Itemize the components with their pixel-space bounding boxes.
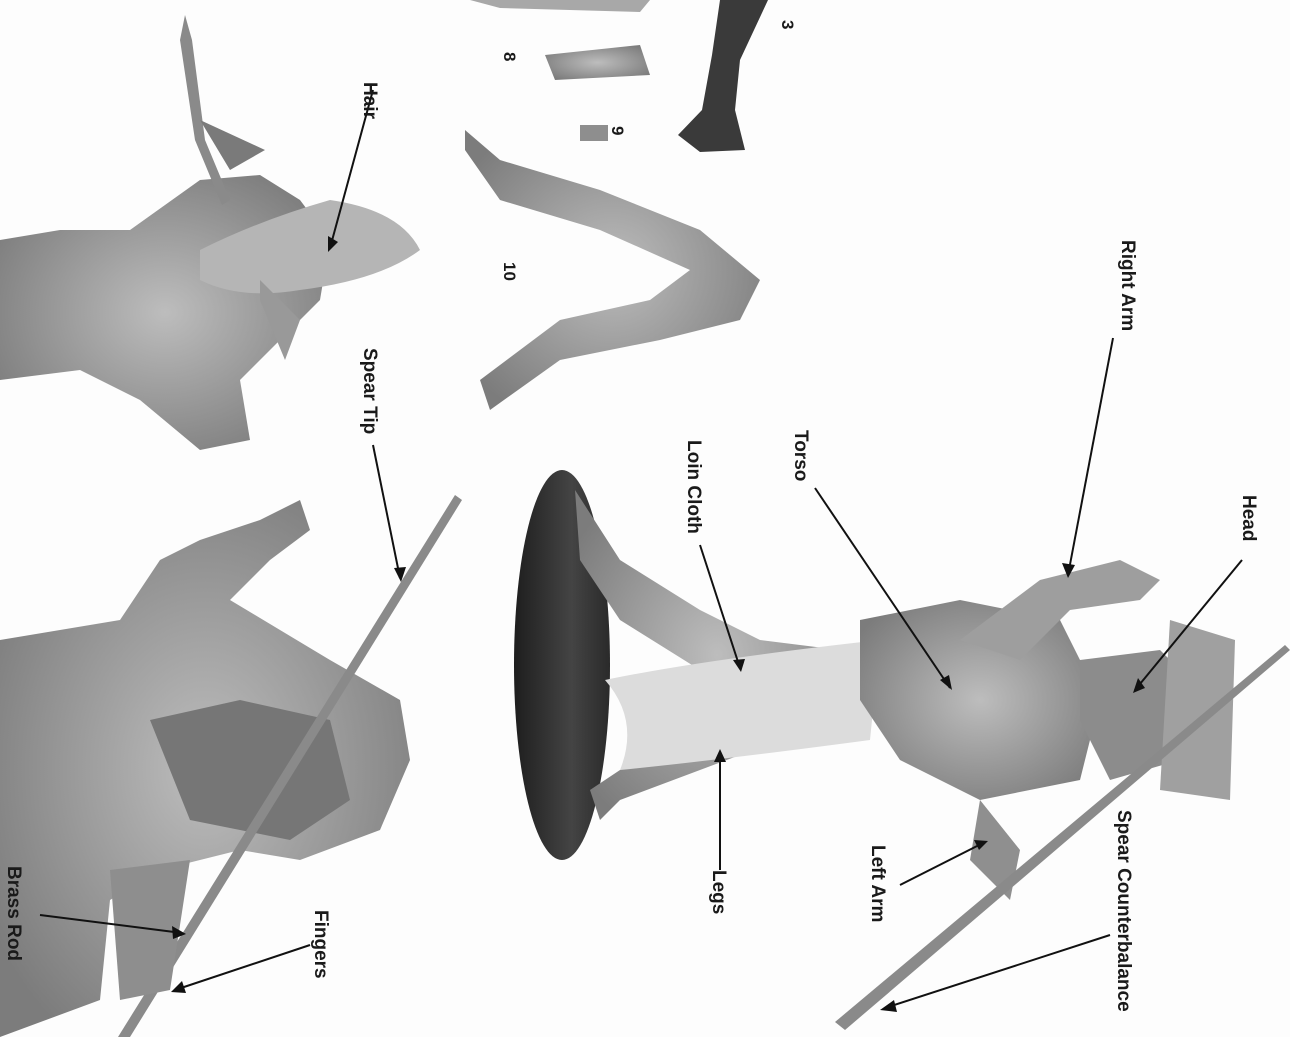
label-spear-counterbalance: Spear Counterbalance: [1113, 810, 1134, 1012]
part-8: [545, 45, 650, 80]
label-head: Head: [1238, 495, 1259, 541]
figure-on-base: [514, 470, 1290, 1030]
label-legs: Legs: [708, 870, 729, 914]
label-brass-rod: Brass Rod: [3, 866, 24, 961]
label-torso: Torso: [790, 430, 811, 481]
part-number-8: 8: [500, 52, 519, 61]
figure-front-view: [0, 495, 462, 1037]
part-number-9: 9: [608, 126, 627, 135]
part-3-dark-piece: [678, 0, 768, 152]
part-number-3: 3: [778, 20, 797, 29]
part-number-10: 10: [500, 262, 519, 281]
label-left-arm: Left Arm: [867, 845, 888, 922]
part-9: [580, 125, 608, 141]
label-loin-cloth: Loin Cloth: [683, 440, 704, 534]
label-fingers: Fingers: [310, 910, 331, 979]
spear-top: [180, 15, 230, 205]
label-right-arm: Right Arm: [1117, 240, 1138, 331]
label-spear-tip: Spear Tip: [359, 348, 380, 434]
label-hair: Hair: [359, 82, 380, 120]
part-strip-top: [470, 0, 650, 12]
figure-back-view: [0, 15, 420, 450]
loose-parts: [465, 0, 768, 410]
